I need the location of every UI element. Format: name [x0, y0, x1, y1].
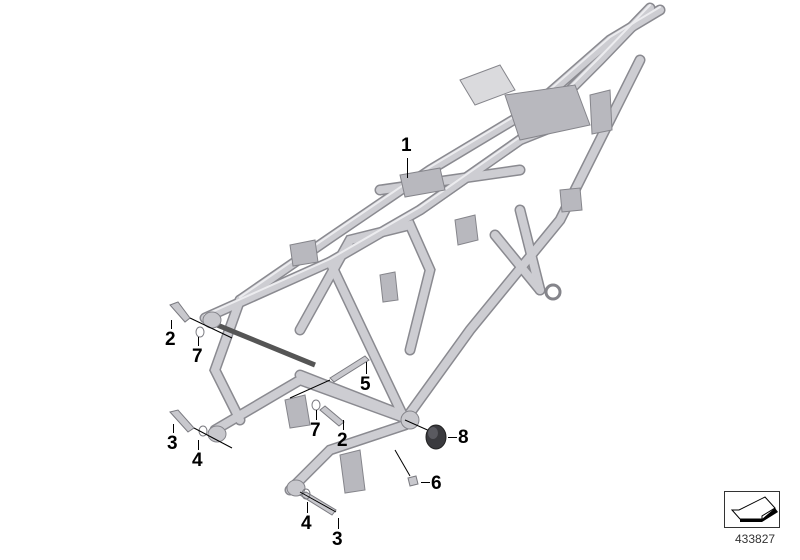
frame-tubes: [199, 2, 666, 496]
callout-3a-leader: [173, 424, 174, 433]
callout-8: 8: [458, 427, 469, 448]
callout-7a-leader: [198, 337, 199, 346]
callout-4a-leader: [198, 440, 199, 450]
callout-7b: 7: [310, 420, 321, 441]
callout-6: 6: [431, 473, 442, 494]
fasteners: [169, 301, 419, 516]
callout-3b-leader: [338, 518, 339, 529]
callout-5-leader: [366, 362, 367, 374]
callout-1: 1: [401, 135, 412, 156]
callout-2b: 2: [337, 430, 348, 451]
callout-1-leader: [407, 158, 408, 178]
callout-6-leader: [421, 482, 430, 483]
callout-4a: 4: [192, 450, 203, 471]
callout-3b: 3: [332, 529, 343, 550]
orientation-indicator: [724, 491, 780, 528]
callout-7b-leader: [316, 410, 317, 420]
callout-8-leader: [448, 437, 457, 438]
callout-2a: 2: [165, 329, 176, 350]
frame-brackets: [284, 64, 613, 494]
callout-4b: 4: [301, 513, 312, 534]
image-id-label: 433827: [735, 532, 776, 546]
arrow-pointing-down-left-icon: [730, 496, 778, 522]
callout-5: 5: [360, 374, 371, 395]
callout-4b-leader: [307, 502, 308, 513]
callout-7a: 7: [192, 346, 203, 367]
callout-2a-leader: [171, 320, 172, 329]
callout-3a: 3: [167, 433, 178, 454]
assembly-leaders: [189, 317, 433, 513]
callout-2b-leader: [343, 420, 344, 430]
